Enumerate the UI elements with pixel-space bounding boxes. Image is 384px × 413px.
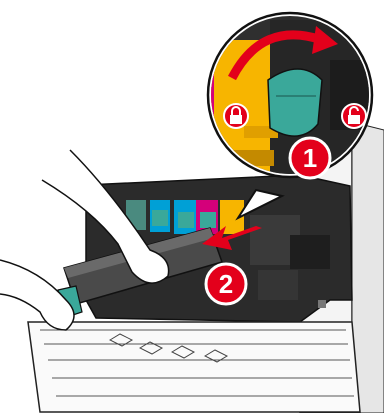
cartridge-lever bbox=[268, 69, 322, 136]
toner-slots bbox=[126, 200, 244, 234]
unlock-icon bbox=[342, 104, 366, 128]
printer-front-door bbox=[28, 322, 360, 412]
step-badge-2: 2 bbox=[206, 264, 246, 304]
step-number-1: 1 bbox=[303, 143, 317, 173]
step-number-2: 2 bbox=[219, 269, 233, 299]
lock-icon bbox=[224, 104, 248, 128]
step-badge-1: 1 bbox=[290, 138, 330, 178]
